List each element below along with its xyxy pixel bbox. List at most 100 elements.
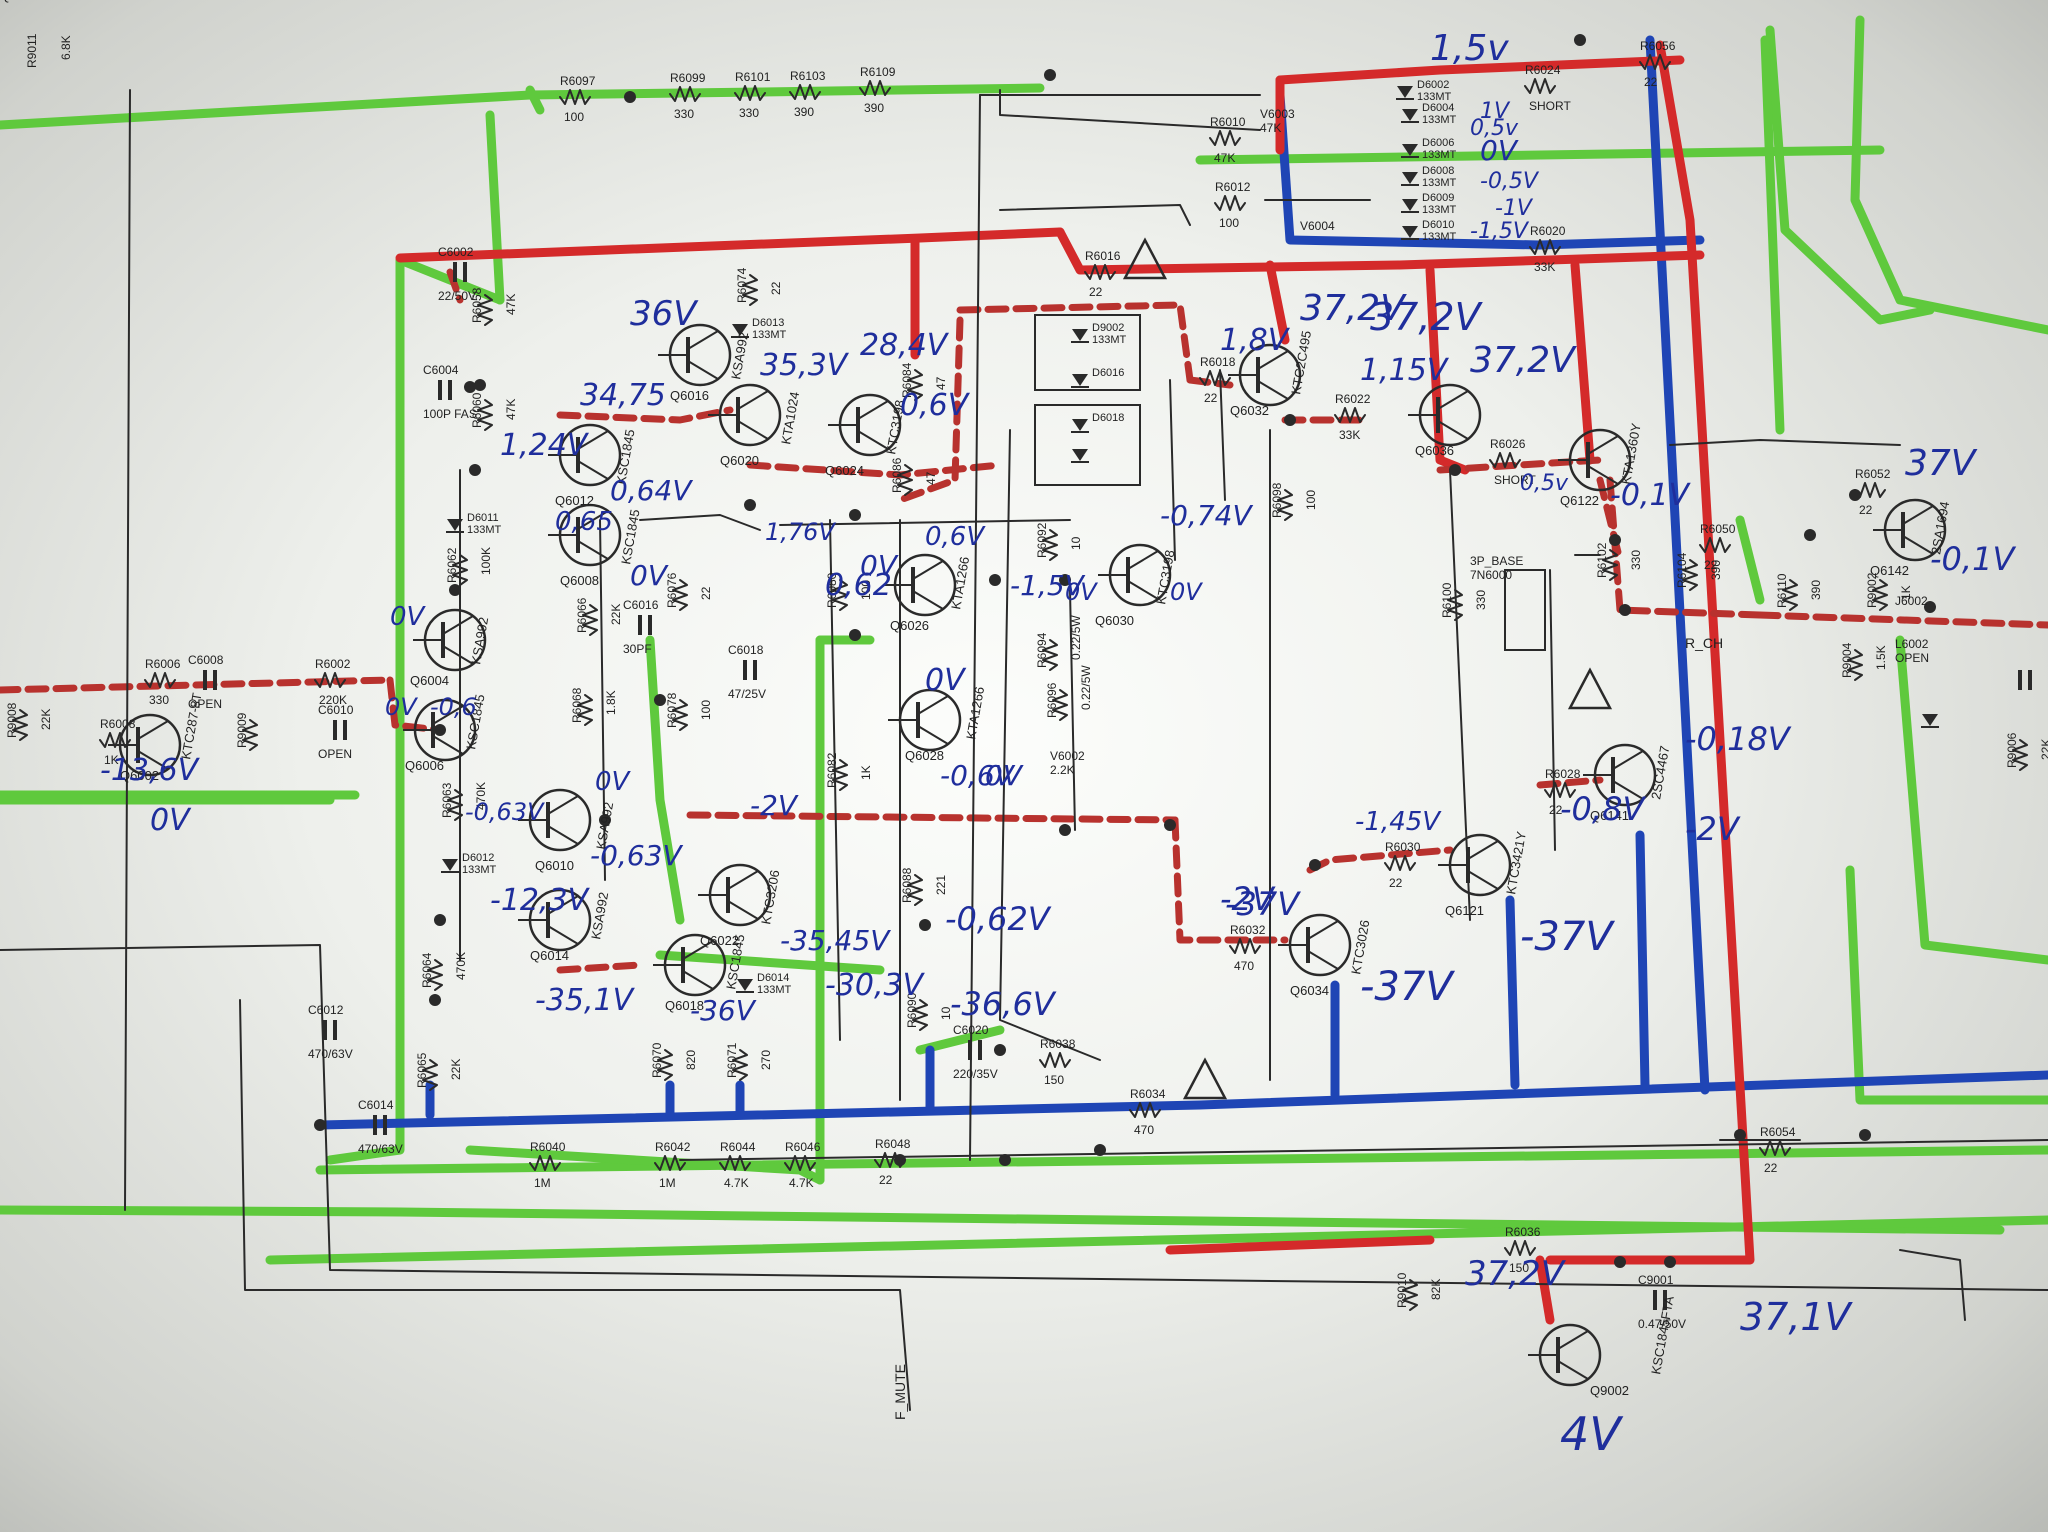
resistor-h-29 bbox=[1759, 1140, 1791, 1156]
resistor-value: 22 bbox=[1389, 876, 1403, 890]
transistor-collector bbox=[1467, 840, 1499, 860]
voltage-annotation: 35,3V bbox=[760, 348, 850, 383]
ground-trace-8 bbox=[1850, 15, 2048, 335]
ground-trace-14 bbox=[265, 1215, 2048, 1265]
resistor-h-7 bbox=[314, 672, 346, 688]
resistor-h-14 bbox=[1334, 407, 1366, 423]
transistor-emitter bbox=[1467, 870, 1499, 890]
transistor-collector bbox=[442, 615, 474, 635]
resistor-h-3 bbox=[789, 84, 821, 100]
resistor-value: 47 bbox=[934, 376, 948, 390]
resistor-ref: R6040 bbox=[530, 1140, 566, 1154]
transistor-3 bbox=[548, 503, 622, 567]
junction-dot bbox=[474, 379, 486, 391]
resistor-h-0 bbox=[559, 89, 591, 105]
transistor-emitter bbox=[917, 725, 949, 745]
resistor-value: 330 bbox=[674, 107, 694, 121]
voltage-annotation: -0,8V bbox=[1560, 790, 1646, 828]
resistor-value: 6.8K bbox=[59, 35, 73, 60]
transistor-type: KTA1266 bbox=[948, 555, 972, 610]
transistor-ref: Q6036 bbox=[1415, 443, 1454, 458]
transistor-type: KTA1360Y bbox=[1618, 422, 1644, 486]
ground-trace-21 bbox=[1845, 865, 2048, 1105]
resistor-v-24 bbox=[1602, 549, 1618, 581]
resistor-ref: R6097 bbox=[560, 74, 596, 88]
resistor-ref: R6071 bbox=[725, 1042, 739, 1078]
junction-dot bbox=[1664, 1256, 1676, 1268]
transistor-emitter bbox=[1587, 465, 1619, 485]
wire-23 bbox=[639, 514, 761, 531]
resistor-value: 22K bbox=[609, 604, 623, 625]
junction-dot bbox=[429, 994, 441, 1006]
signal-trace-2 bbox=[446, 268, 464, 304]
transistor-ref: Q6012 bbox=[555, 493, 594, 508]
voltage-annotation: -0,1V bbox=[1610, 478, 1692, 513]
resistor-ref: R6010 bbox=[1210, 115, 1246, 129]
resistor-ref: R6006 bbox=[145, 657, 181, 671]
resistor-v-2 bbox=[452, 554, 468, 586]
junction-dot bbox=[744, 499, 756, 511]
resistor-ref: R6109 bbox=[860, 65, 896, 79]
resistor-ref: R6076 bbox=[665, 572, 679, 608]
transistor-emitter bbox=[727, 900, 759, 920]
voltage-annotation: 0V bbox=[1065, 578, 1098, 606]
resistor-v-25 bbox=[1682, 559, 1698, 591]
diode-value: 133MT bbox=[1422, 177, 1457, 189]
resistor-h-8 bbox=[1209, 130, 1241, 146]
voltage-annotation: 0,65 bbox=[555, 507, 613, 537]
resistor-value: SHORT bbox=[1494, 473, 1536, 487]
part-ref: V6002 bbox=[1050, 749, 1085, 763]
junction-dot bbox=[989, 574, 1001, 586]
junction-dot bbox=[469, 464, 481, 476]
ground-trace-13 bbox=[315, 1145, 2048, 1175]
transistor-collector bbox=[857, 400, 889, 420]
positive-rail-traces bbox=[395, 40, 1755, 1325]
net-label-f-mute: F_MUTE bbox=[892, 1364, 908, 1420]
transistor-19 bbox=[1558, 428, 1632, 492]
resistor-value: 22 bbox=[1204, 391, 1218, 405]
transistor-ref: Q6008 bbox=[560, 573, 599, 588]
junction-dot bbox=[849, 509, 861, 521]
diode-block-d6018 bbox=[1034, 404, 1141, 486]
positive-rail-trace-10 bbox=[1165, 1235, 1435, 1255]
resistor-value: 47K bbox=[1214, 151, 1235, 165]
resistor-ref: R6078 bbox=[665, 692, 679, 728]
resistor-h-10 bbox=[1524, 78, 1556, 94]
voltage-annotation: -0,1V bbox=[1930, 540, 2016, 578]
voltage-annotation: 0,64V bbox=[610, 474, 693, 507]
transistor-11 bbox=[828, 393, 902, 457]
diode-block-d6016 bbox=[1034, 314, 1141, 391]
positive-rail-trace-2 bbox=[1055, 227, 1705, 275]
transistor-collector bbox=[1437, 390, 1469, 410]
transistor-collector bbox=[1257, 350, 1289, 370]
transistor-ref: Q6006 bbox=[405, 758, 444, 773]
transistor-emitter bbox=[1307, 950, 1339, 970]
resistor-v-32 bbox=[1402, 1279, 1418, 1311]
transistor-10 bbox=[698, 863, 772, 927]
junction-dot bbox=[1284, 414, 1296, 426]
transistor-18 bbox=[1438, 833, 1512, 897]
ground-trace-20 bbox=[915, 1025, 1005, 1055]
ground-trace-0 bbox=[0, 83, 1045, 130]
resistor-value: 390 bbox=[1709, 560, 1723, 580]
diode-9 bbox=[737, 979, 753, 991]
transistor-emitter bbox=[1557, 1360, 1589, 1380]
transistor-collector bbox=[1902, 505, 1934, 525]
positive-rail-trace-3 bbox=[1275, 55, 1685, 85]
diode-ref: D6004 bbox=[1422, 102, 1454, 114]
transistor-emitter bbox=[432, 735, 464, 755]
signal-trace-6 bbox=[956, 301, 1194, 384]
voltage-annotation: 0,5v bbox=[1470, 116, 1519, 141]
positive-rail-trace-9 bbox=[1265, 260, 1290, 345]
resistor-v-8 bbox=[657, 1049, 673, 1081]
resistor-v-6 bbox=[582, 604, 598, 636]
junction-dot bbox=[434, 914, 446, 926]
junction-dot bbox=[1044, 69, 1056, 81]
transistor-collector bbox=[917, 695, 949, 715]
resistor-h-27 bbox=[1699, 537, 1731, 553]
capacitor-value: 220/35V bbox=[953, 1067, 998, 1081]
junction-dot bbox=[314, 1119, 326, 1131]
resistor-ref: R6046 bbox=[785, 1140, 821, 1154]
signal-trace-15 bbox=[1536, 776, 1604, 789]
resistor-v-9 bbox=[732, 1049, 748, 1081]
